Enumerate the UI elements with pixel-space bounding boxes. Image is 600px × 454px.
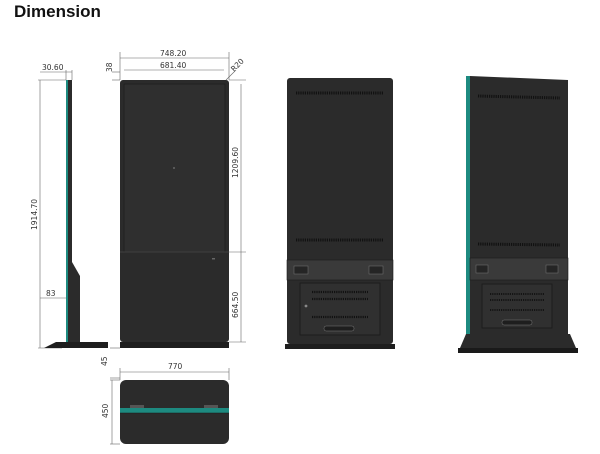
bottom-view: 45 770 450: [100, 347, 230, 445]
dim-side-base-height: 83: [46, 289, 56, 298]
back-port-panel: [323, 325, 355, 332]
side-teal-edge: [66, 80, 68, 342]
dim-front-lower-height: 664.50: [231, 292, 240, 318]
dim-front-width: 748.20: [160, 49, 186, 58]
persp-handle-left: [475, 264, 489, 274]
front-base: [120, 342, 229, 348]
persp-port-panel: [501, 319, 533, 326]
perspective-view: [458, 76, 578, 353]
persp-base-edge: [458, 348, 578, 353]
side-foot: [44, 342, 108, 348]
persp-handle-right: [545, 264, 559, 274]
persp-base-top: [460, 334, 576, 348]
dim-front-corner-radius: R20: [229, 56, 246, 73]
back-view: [285, 78, 395, 349]
dim-side-top-depth: 30.60: [42, 63, 64, 72]
dim-front-base-height: 45: [100, 356, 109, 366]
base-slot-left: [130, 405, 144, 408]
base-teal-band: [120, 408, 229, 413]
persp-top-vent: [477, 94, 561, 100]
persp-mid-vent: [477, 242, 561, 247]
dim-front-screen-height: 1209.60: [231, 147, 240, 178]
side-stand: [72, 262, 80, 342]
front-view: 748.20 681.40 38 R20 1209.60: [105, 49, 246, 348]
dim-front-top-margin: 38: [105, 62, 114, 72]
back-lock: [304, 304, 308, 308]
front-sensor: [173, 167, 175, 169]
dim-base-depth: 450: [101, 403, 110, 418]
dim-base-width: 770: [168, 362, 183, 371]
back-handle-right: [368, 265, 384, 275]
page-title: Dimension: [14, 2, 101, 21]
front-indicator: [212, 258, 215, 260]
back-handle-left: [293, 265, 309, 275]
back-handle-panel: [286, 259, 394, 281]
persp-teal-edge: [466, 76, 470, 336]
dim-side-height: 1914.70: [30, 199, 39, 230]
side-body: [66, 80, 72, 342]
side-view: 30.60 1914.70 83: [30, 63, 108, 349]
leader-line: [225, 69, 237, 81]
base-slot-right: [204, 405, 218, 408]
back-base: [285, 344, 395, 349]
dim-front-screen-width: 681.40: [160, 61, 186, 70]
persp-handle-panel: [469, 257, 569, 281]
